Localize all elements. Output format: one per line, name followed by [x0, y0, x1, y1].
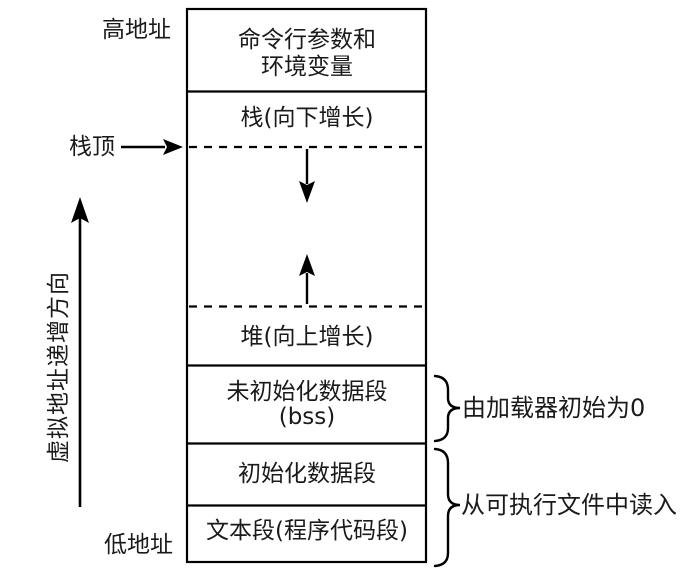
segment-text: 文本段(程序代码段) — [206, 518, 408, 544]
segment-bss-line1: 未初始化数据段 — [226, 379, 388, 405]
stack-top-arrow — [121, 139, 183, 155]
segment-cmdline-line2: 环境变量 — [261, 54, 353, 80]
segment-cmdline-line1: 命令行参数和 — [238, 27, 376, 53]
heap-growth-arrow — [299, 254, 315, 304]
exec-brace — [433, 447, 461, 568]
address-direction-label: 虚拟地址递增方向 — [46, 271, 72, 463]
bss-note: 由加载器初始为0 — [462, 394, 646, 422]
segment-cmdline: 命令行参数和 环境变量 — [187, 27, 427, 81]
high-address-label: 高地址 — [102, 17, 171, 43]
memory-box-outline — [185, 7, 428, 564]
segment-stack: 栈(向下增长) — [240, 105, 374, 131]
exec-note: 从可执行文件中读入 — [461, 491, 677, 519]
segment-data: 初始化数据段 — [238, 461, 376, 487]
stack-growth-arrow — [299, 149, 315, 203]
segment-bss-line2: (bss) — [278, 404, 336, 430]
segment-bss: 未初始化数据段 (bss) — [187, 380, 427, 430]
address-direction-arrow — [71, 197, 89, 507]
bss-brace — [433, 374, 461, 443]
stack-top-label: 栈顶 — [69, 134, 115, 160]
low-address-label: 低地址 — [104, 532, 173, 558]
segment-heap: 堆(向上增长) — [240, 324, 374, 350]
